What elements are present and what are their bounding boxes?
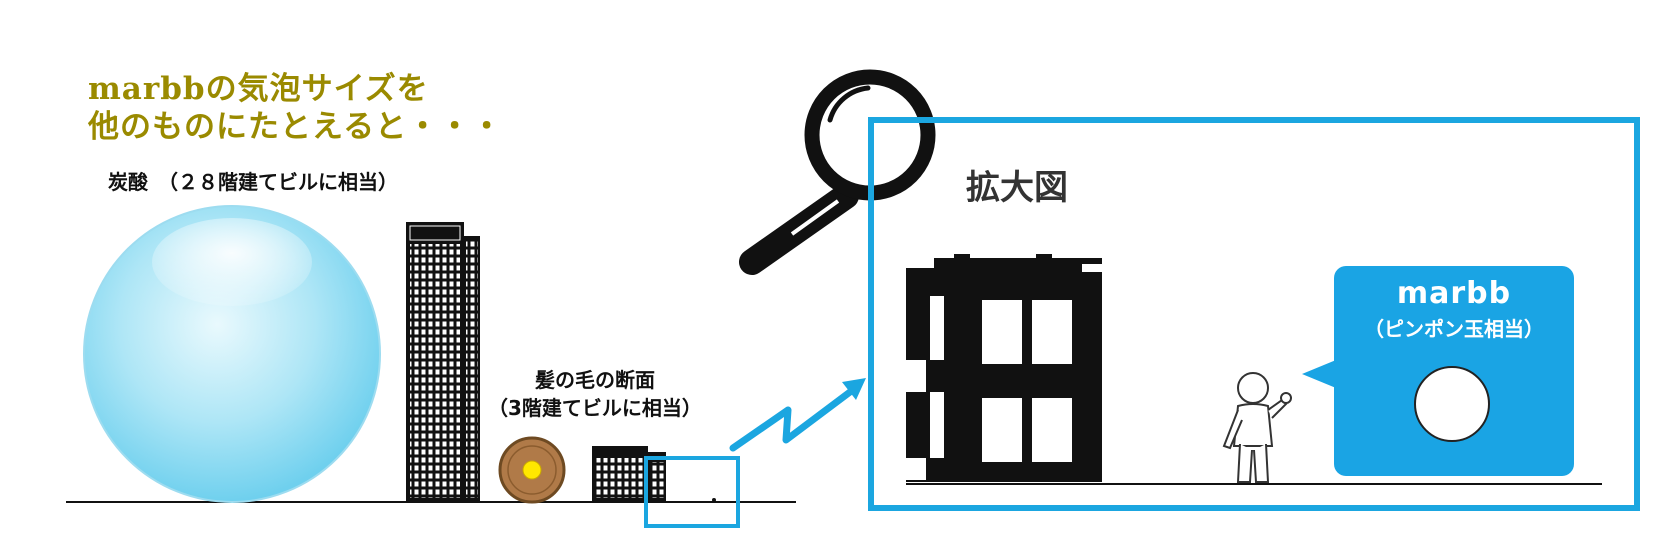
zoomed-building (906, 254, 1102, 482)
carbonic-bubble (83, 205, 381, 503)
marbb-speech-bubble: marbb （ピンポン玉相当） (1334, 266, 1574, 476)
carbonic-label: 炭酸 （２８階建てビルに相当） (108, 170, 398, 194)
hair-label-line-1: 髪の毛の断面 (534, 368, 655, 392)
heading: marbbの気泡サイズを 他のものにたとえると・・・ (88, 70, 503, 146)
zoom-label: 拡大図 (966, 168, 1068, 208)
marbb-title: marbb (1396, 276, 1512, 311)
small-building (592, 446, 666, 502)
zoom-frame (868, 117, 1640, 511)
hair-cross-section (498, 436, 566, 504)
hair-label: 髪の毛の断面 （3階建てビルに相当） (488, 366, 702, 422)
ping-pong-ball (1414, 366, 1490, 442)
marbb-dot (712, 498, 716, 502)
hair-label-line-2: （3階建てビルに相当） (488, 396, 702, 420)
heading-line-1: marbbの気泡サイズを (88, 71, 429, 107)
tall-building (406, 222, 480, 502)
speech-bubble-tail (1302, 360, 1336, 388)
heading-line-2: 他のものにたとえると・・・ (88, 109, 504, 145)
zoom-source-box (644, 456, 740, 528)
arrow-icon (729, 378, 866, 452)
marbb-subtitle: （ピンポン玉相当） (1364, 317, 1544, 341)
person-icon (1222, 372, 1292, 483)
